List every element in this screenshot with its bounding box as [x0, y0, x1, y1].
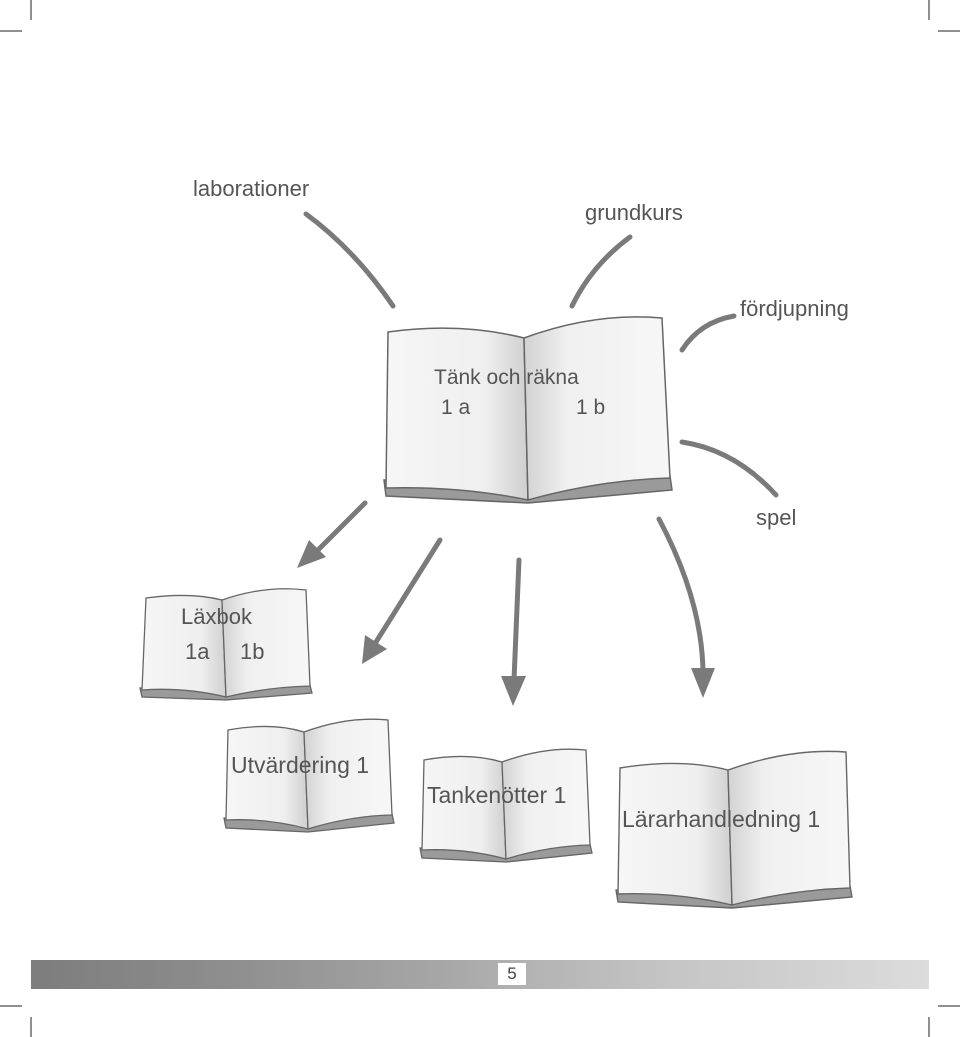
lararhandledning-book-image — [615, 750, 853, 909]
page-number: 5 — [498, 963, 526, 985]
laxbok-book-image — [139, 588, 313, 701]
laxbok-right-label: 1b — [240, 639, 265, 664]
line-fordjupning — [679, 313, 737, 353]
main-book-right-label: 1 b — [576, 396, 606, 419]
line-laborationer — [303, 211, 396, 309]
laxbok-title: Läxbok — [181, 604, 252, 629]
lararhandledning-title: Lärarhandledning 1 — [622, 806, 821, 832]
tankenotter-title: Tankenötter 1 — [427, 782, 567, 808]
main-book-left-label: 1 a — [441, 396, 471, 419]
line-grundkurs — [569, 234, 633, 309]
label-laborationer: laborationer — [193, 176, 310, 201]
label-grundkurs: grundkurs — [585, 200, 683, 225]
main-book-image — [383, 316, 673, 504]
label-fordjupning: fördjupning — [740, 296, 849, 321]
tankenotter-book-image — [419, 748, 593, 863]
utvardering-book-image — [223, 718, 395, 833]
utvardering-title: Utvärdering 1 — [231, 752, 370, 778]
footer-gradient-bar — [31, 960, 929, 989]
label-spel: spel — [756, 505, 797, 530]
arrowhead-utvardering — [362, 635, 387, 664]
line-spel — [679, 439, 779, 498]
arrow-line-utvardering — [373, 537, 443, 645]
arrow-line-laxbok — [315, 500, 368, 553]
main-book-title: Tänk och räkna — [434, 366, 579, 389]
arrowhead-lararhandledning — [691, 668, 715, 698]
laxbok-left-label: 1a — [185, 639, 210, 664]
arrowhead-laxbok — [297, 540, 326, 568]
arrowhead-tankenotter — [501, 676, 526, 706]
arrow-line-lararhandledning — [656, 516, 706, 675]
arrow-line-tankenotter — [511, 557, 522, 683]
